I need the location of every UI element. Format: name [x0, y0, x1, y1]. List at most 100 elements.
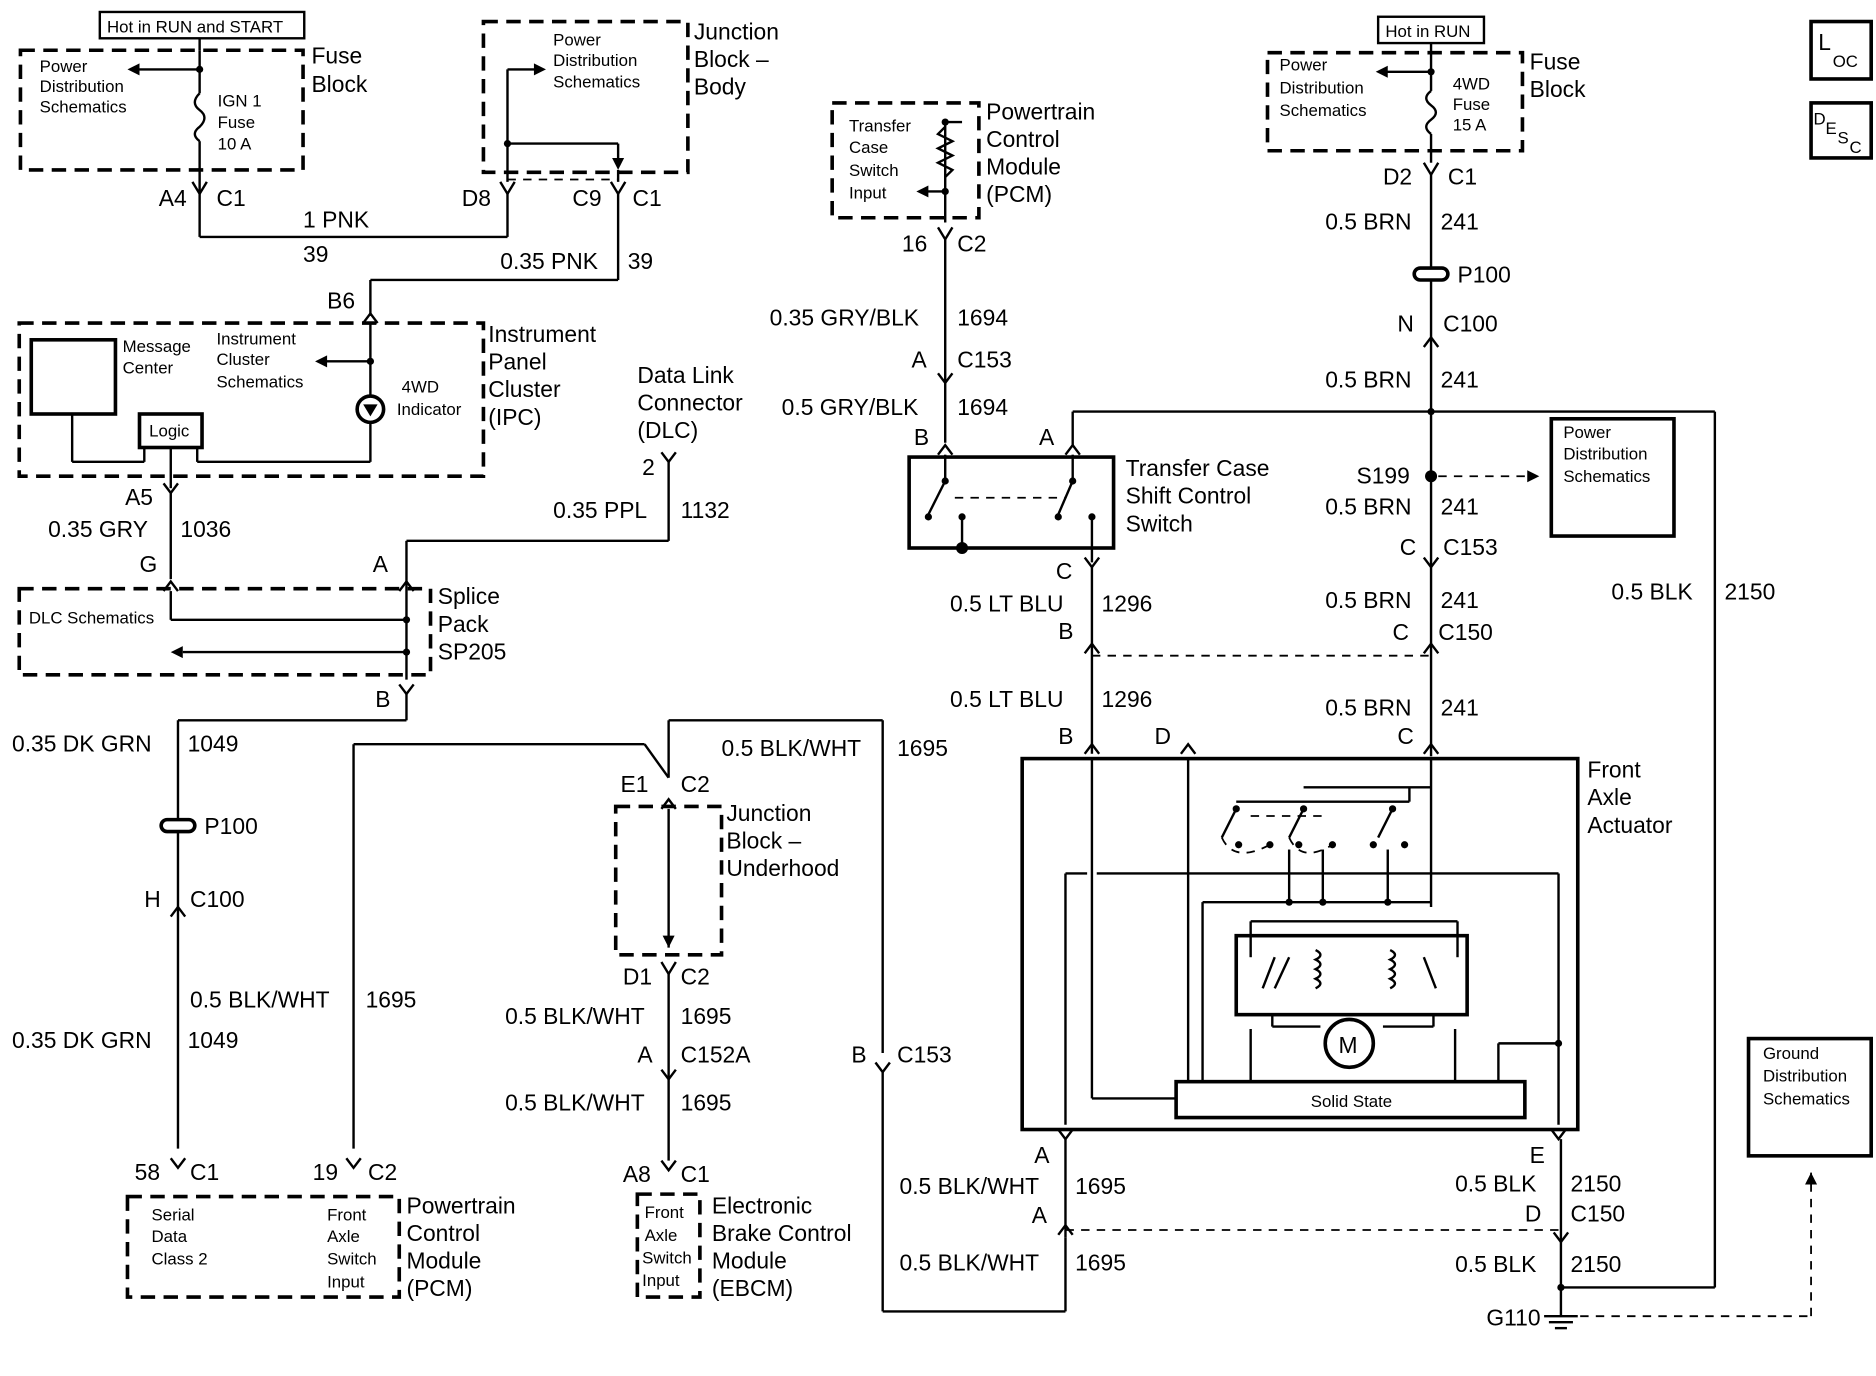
ground-g110-icon	[1544, 1314, 1578, 1330]
label-dlc2: Connector	[637, 389, 743, 415]
label-c1132: 1132	[681, 497, 730, 523]
label-pds1: Power	[553, 31, 601, 50]
ground-distribution-schematics-ref[interactable]	[1746, 1036, 1873, 1158]
label-pcm2: Control	[986, 126, 1060, 152]
label-w-05blkwht: 0.5 BLK/WHT	[505, 1003, 645, 1029]
label-w-05blkwht: 0.5 BLK/WHT	[505, 1089, 645, 1115]
label-a: A	[1034, 1142, 1050, 1168]
label-p19: 19	[313, 1159, 338, 1185]
p100-passthrough-icon	[159, 817, 197, 834]
label-w-05brn: 0.5 BRN	[1325, 209, 1411, 235]
label-fas2: Axle	[327, 1227, 360, 1246]
label-tcs3: Switch	[849, 161, 899, 180]
desc-badge[interactable]: D E S C	[1809, 101, 1873, 160]
label-ebcm1: Electronic	[712, 1192, 812, 1218]
label-c1694: 1694	[957, 394, 1008, 420]
label-w-035dkgrn: 0.35 DK GRN	[12, 1027, 152, 1053]
label-sub: OC	[1833, 52, 1858, 71]
label-a: A	[912, 346, 928, 372]
logic-block	[137, 412, 204, 450]
label-sp1: Splice	[438, 583, 500, 609]
label-logic: Logic	[149, 422, 189, 441]
label-ebcm4: (EBCM)	[712, 1275, 793, 1301]
label-pds1: Power	[40, 57, 88, 76]
label-ipc2: Panel	[488, 349, 546, 375]
label-jbu2: Block –	[726, 827, 801, 853]
label-c: C	[1393, 619, 1409, 645]
label-c: C	[1400, 534, 1416, 560]
label-pin2: 2	[642, 454, 655, 480]
label-tc1: Transfer Case	[1126, 455, 1270, 481]
label-b: B	[375, 686, 390, 712]
label-c1049: 1049	[188, 730, 239, 756]
label-fuse-block2: Block	[311, 71, 367, 97]
loc-badge[interactable]: L OC	[1809, 19, 1873, 81]
label-c1695: 1695	[1075, 1250, 1126, 1276]
label-c2150: 2150	[1571, 1251, 1622, 1277]
power-distribution-schematics-ref[interactable]	[1549, 416, 1676, 538]
label-pcm3: Module	[406, 1247, 481, 1273]
label-c1049: 1049	[188, 1027, 239, 1053]
label-c2: C2	[368, 1159, 397, 1185]
label-pds2: Distribution	[553, 51, 637, 70]
label-gds2: Distribution	[1763, 1067, 1847, 1086]
label-c1296: 1296	[1102, 590, 1153, 616]
label-g110: G110	[1486, 1305, 1540, 1331]
label-w-05grybl: 0.5 GRY/BLK	[782, 394, 919, 420]
label-a: A	[1039, 424, 1055, 450]
label-h: H	[144, 886, 160, 912]
label-fas3: Switch	[327, 1250, 377, 1269]
label-main: D	[1813, 109, 1825, 128]
label-a: A	[637, 1042, 653, 1068]
label-c: C	[1397, 723, 1413, 749]
label-w-035dkgrn: 0.35 DK GRN	[12, 730, 152, 756]
label-c2: C2	[957, 230, 986, 256]
label-a8: A8	[623, 1161, 651, 1187]
label-pds3: Schematics	[1280, 101, 1367, 120]
label-gds1: Ground	[1763, 1044, 1819, 1063]
label-ebcm3: Module	[712, 1247, 787, 1273]
junction-block-body	[481, 19, 690, 175]
label-c2150: 2150	[1724, 579, 1775, 605]
label-c1: C1	[633, 185, 662, 211]
label-w-05brn: 0.5 BRN	[1325, 494, 1411, 520]
hot-run-start-tag	[98, 10, 306, 40]
label-p100: P100	[1458, 261, 1511, 287]
fuse-icon	[193, 92, 206, 143]
label-d1: D1	[623, 964, 652, 990]
label-d8: D8	[462, 185, 491, 211]
label-ign1: IGN 1	[218, 92, 262, 111]
label-c1695: 1695	[1075, 1173, 1126, 1199]
label-w-05blkwht: 0.5 BLK/WHT	[900, 1173, 1040, 1199]
label-w-035gry: 0.35 GRY	[48, 516, 148, 542]
label-ic2: Cluster	[216, 350, 270, 369]
label-pcm4: (PCM)	[406, 1275, 472, 1301]
fuse-icon	[1425, 89, 1438, 135]
label-s199: S199	[1356, 462, 1409, 488]
label-w-035ppl: 0.35 PPL	[553, 497, 647, 523]
label-fa1: Front	[1587, 757, 1641, 783]
label-fa3: Actuator	[1587, 812, 1672, 838]
label-fuse-block2: Block	[1530, 76, 1586, 102]
label-c100: C100	[190, 886, 245, 912]
label-n: N	[1397, 310, 1413, 336]
hot-run-tag	[1376, 15, 1486, 45]
label-d2: D2	[1383, 163, 1412, 189]
powertrain-control-module-bottom	[125, 1194, 402, 1299]
label-d: D	[1525, 1201, 1541, 1227]
label-motor: M	[1338, 1032, 1357, 1058]
label-c100: C100	[1443, 310, 1498, 336]
label-fas4: Input	[642, 1271, 680, 1290]
label-sub2: S	[1838, 129, 1849, 148]
label-w-05ltblu: 0.5 LT BLU	[950, 590, 1063, 616]
label-w-05brn: 0.5 BRN	[1325, 587, 1411, 613]
label-c241: 241	[1441, 494, 1479, 520]
label-pds3: Schematics	[1563, 467, 1650, 486]
label-gds3: Schematics	[1763, 1089, 1850, 1108]
label-c1695: 1695	[897, 735, 948, 761]
label-pcm2: Control	[406, 1220, 480, 1246]
label-ic1: Instrument	[216, 330, 296, 349]
label-jbu3: Underhood	[726, 855, 839, 881]
solid-state-module	[1174, 1079, 1527, 1120]
